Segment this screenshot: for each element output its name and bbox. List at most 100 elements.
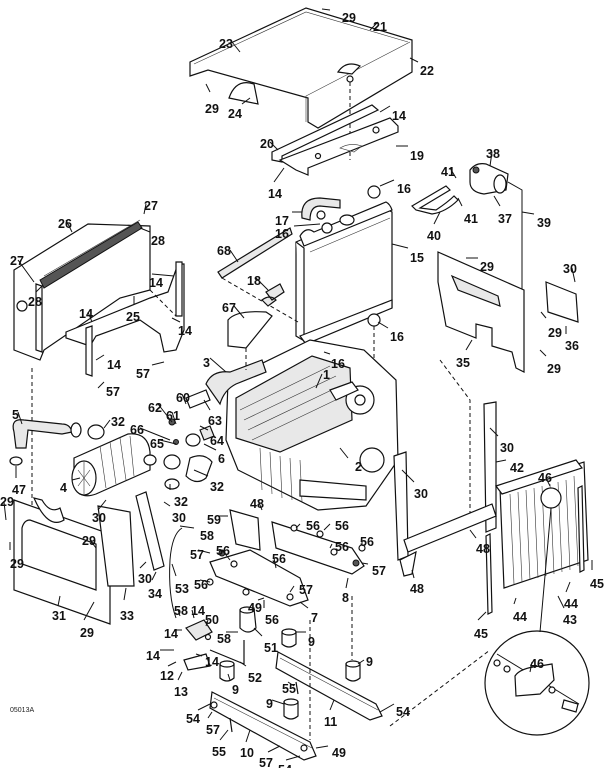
leader-line: [89, 539, 97, 549]
callout-nut-57: 57: [106, 385, 120, 399]
callout-lower-panel: 31: [52, 609, 66, 623]
radiator-screen: [485, 459, 589, 615]
leader-line: [323, 351, 331, 355]
leader-line: [557, 595, 565, 609]
leader-line: [253, 627, 263, 637]
leader-line: [379, 179, 395, 187]
callout-screen-rail: 45: [590, 577, 604, 591]
callout-frame-rail-rear: 11: [324, 715, 337, 729]
callout-radiator-grommet: 16: [275, 227, 289, 241]
leader-line: [267, 745, 281, 753]
leader-line: [529, 661, 533, 673]
callout-engine-front: 2: [355, 460, 362, 474]
callout-frame-rail-front: 10: [240, 746, 254, 760]
leader-line: [409, 57, 419, 63]
leader-line: [245, 729, 251, 743]
leader-line: [369, 21, 379, 31]
leader-line: [411, 569, 415, 579]
leader-line: [95, 354, 105, 361]
leader-line: [289, 585, 295, 593]
leader-line: [17, 411, 23, 425]
callout-screw: 14: [268, 187, 282, 201]
leader-line: [285, 755, 301, 761]
callout-radiator-seal: 68: [217, 244, 231, 258]
callout-engine-mount-bracket-l: 8: [342, 591, 349, 605]
callout-intake-hose: 5: [12, 408, 19, 422]
coolant-reservoir: [411, 163, 523, 300]
leader-line: [361, 562, 369, 565]
leader-line: [321, 8, 331, 11]
leader-line: [433, 211, 441, 225]
callout-clip: 12: [160, 669, 174, 683]
callout-inner-panel: 33: [120, 609, 134, 623]
leader-line: [457, 197, 463, 207]
leader-line: [167, 661, 177, 667]
leader-line: [221, 549, 231, 561]
leader-line: [203, 399, 211, 411]
callout-adapter-64: 64: [210, 434, 224, 448]
callout-cover-support: 20: [260, 137, 274, 151]
leader-line: [329, 543, 333, 549]
leader-line: [545, 477, 551, 487]
leader-line: [255, 277, 269, 291]
leader-line: [83, 601, 95, 621]
callout-engine: 1: [323, 368, 330, 382]
callout-bolt-54: 54: [278, 763, 292, 768]
callout-bolt-56: 56: [335, 519, 349, 533]
callout-heat-shield: 59: [207, 513, 221, 527]
screen-frame: [393, 401, 497, 577]
leader-line: [495, 459, 507, 463]
callout-latch: 46: [530, 657, 544, 671]
leader-line: [205, 619, 209, 627]
callout-screw: 14: [178, 324, 192, 338]
leader-line: [139, 227, 151, 233]
leader-line: [271, 699, 285, 705]
leader-line: [157, 403, 173, 423]
callout-small-cover: 36: [565, 339, 579, 353]
callout-bolt-56: 56: [272, 552, 286, 566]
frame-rails: [209, 651, 383, 761]
side-shroud: [13, 219, 185, 377]
leader-line: [345, 577, 349, 589]
leader-line: [540, 311, 547, 319]
leader-line: [229, 249, 239, 263]
callout-screw-29: 29: [82, 534, 96, 548]
leader-line: [315, 373, 323, 389]
leader-line: [521, 211, 535, 215]
callout-clamp: 32: [210, 480, 224, 494]
callout-fastener-41: 41: [441, 165, 455, 179]
callout-fastener-27: 27: [10, 254, 24, 268]
callout-fuel-pump: 50: [205, 613, 219, 627]
leader-line: [197, 549, 211, 554]
callout-radiator: 15: [410, 251, 424, 265]
callout-elbow-63: 63: [208, 414, 222, 428]
leader-line: [565, 581, 571, 593]
leader-line: [71, 477, 81, 481]
leader-line: [151, 273, 175, 277]
air-intake: [9, 389, 215, 497]
callout-lower-hose: 18: [247, 274, 261, 288]
cover-support-bracket: [271, 104, 399, 176]
leader-line: [391, 243, 409, 249]
callout-seal-strip: 28: [28, 295, 42, 309]
upper-hose: [301, 197, 341, 221]
callout-bolt-56: 56: [306, 519, 320, 533]
callout-screen-rail: 45: [474, 627, 488, 641]
leader-line: [315, 745, 329, 749]
engine-assembly: [205, 339, 399, 511]
callout-reservoir-cap: 37: [498, 212, 512, 226]
callout-fitting-62: 62: [148, 401, 162, 415]
callout-screw-30: 30: [563, 262, 577, 276]
leader-line: [323, 523, 331, 531]
callout-side-shroud: 26: [58, 217, 72, 231]
callout-fitting-66: 66: [130, 423, 144, 437]
leader-line: [57, 595, 61, 607]
leader-line: [493, 195, 501, 207]
leader-line: [35, 285, 43, 293]
leader-line: [293, 223, 321, 227]
leader-line: [339, 447, 349, 459]
leader-line: [139, 427, 171, 441]
callout-fuel-hose: 53: [175, 582, 189, 596]
callout-screw-29: 29: [480, 260, 494, 274]
leader-line: [357, 659, 365, 665]
